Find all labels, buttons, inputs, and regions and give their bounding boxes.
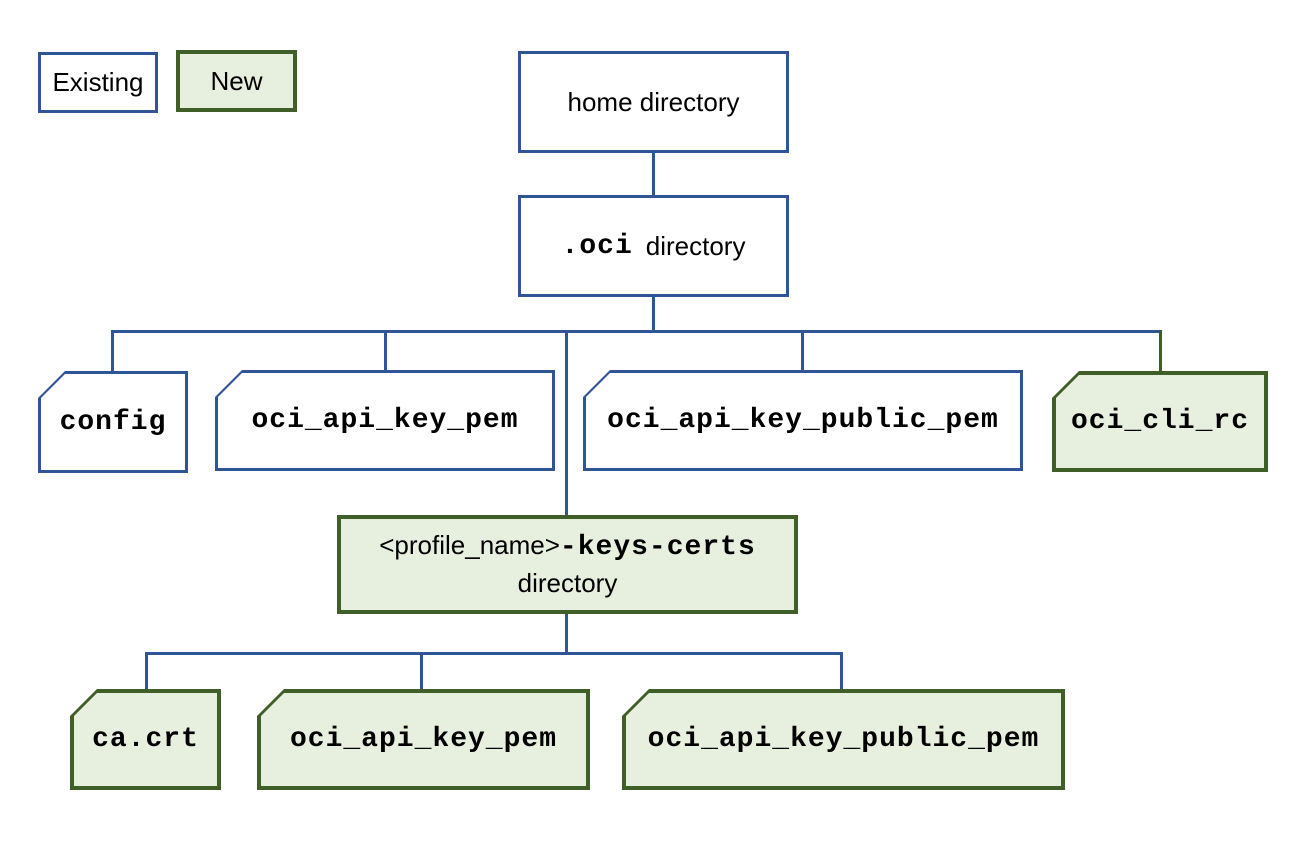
node-profile-keys-certs-line1: <profile_name>-keys-certs — [379, 528, 756, 567]
connector-drop-api-key-pem2 — [420, 652, 423, 691]
connector-drop-cli-rc — [1159, 330, 1162, 373]
connector-drop-profile-dir — [565, 330, 568, 517]
node-api-key-public-pem-label: oci_api_key_public_pem — [607, 405, 999, 436]
node-config-file: config — [38, 371, 188, 473]
legend-existing-label: Existing — [52, 67, 144, 97]
node-oci-directory-name: .oci — [561, 230, 633, 262]
node-profile-keys-certs-directory: <profile_name>-keys-certs directory — [337, 515, 798, 614]
node-api-key-public-pem2-label: oci_api_key_public_pem — [647, 724, 1040, 755]
connector-oci-bus — [652, 296, 655, 333]
node-api-key-pem-label: oci_api_key_pem — [251, 405, 519, 436]
node-profile-keys-certs-line2: directory — [517, 568, 618, 599]
node-home-directory-label: home directory — [567, 86, 740, 117]
connector-drop-config — [111, 330, 114, 373]
connector-bus-top — [111, 330, 1162, 333]
node-api-key-pem-file: oci_api_key_pem — [215, 370, 555, 471]
node-api-key-pem2-file: oci_api_key_pem — [257, 689, 590, 790]
node-keys-certs-suffix: -keys-certs — [559, 531, 756, 563]
connector-bus-bottom — [145, 652, 843, 655]
node-api-key-public-pem-file: oci_api_key_public_pem — [583, 370, 1023, 471]
legend-existing: Existing — [38, 52, 158, 113]
node-config-label: config — [59, 406, 167, 438]
connector-home-oci — [652, 152, 655, 196]
connector-profile-bus — [565, 613, 568, 655]
node-cli-rc-label: oci_cli_rc — [1070, 406, 1250, 437]
connector-drop-api-key-public-pem2 — [840, 652, 843, 691]
node-api-key-public-pem2-file: oci_api_key_public_pem — [622, 689, 1065, 790]
legend-new-label: New — [210, 65, 263, 96]
legend-new: New — [176, 50, 297, 112]
node-api-key-pem2-label: oci_api_key_pem — [289, 724, 558, 755]
node-home-directory: home directory — [518, 51, 789, 153]
connector-drop-api-key-public-pem — [801, 330, 804, 372]
node-cli-rc-file: oci_cli_rc — [1052, 371, 1268, 472]
node-oci-directory: .oci directory — [518, 195, 789, 297]
node-ca-crt-file: ca.crt — [70, 689, 221, 790]
connector-drop-ca-crt — [145, 652, 148, 691]
node-ca-crt-label: ca.crt — [92, 724, 199, 755]
node-profile-name-placeholder: <profile_name> — [379, 529, 560, 560]
connector-drop-api-key-pem — [384, 330, 387, 372]
node-oci-directory-suffix: directory — [645, 230, 746, 261]
